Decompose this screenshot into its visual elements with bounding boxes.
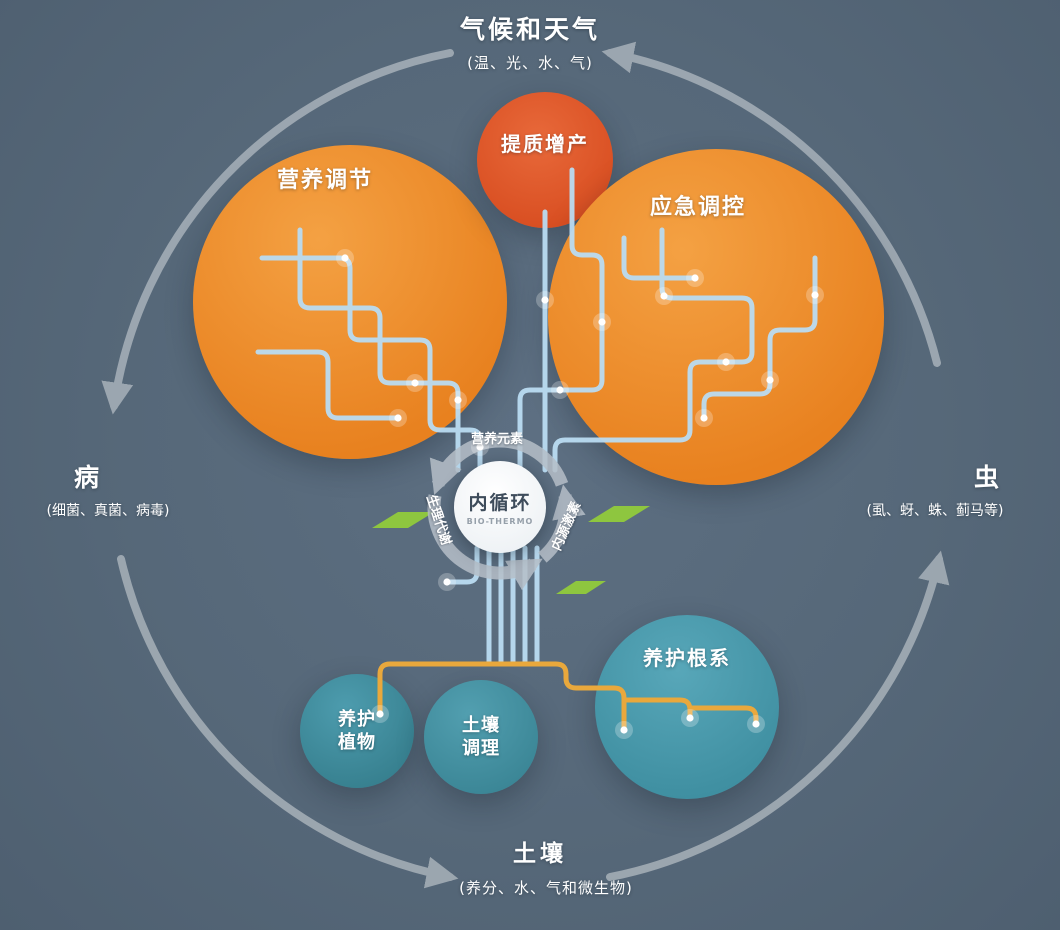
leaf-icon <box>556 581 606 594</box>
leaf-icon <box>372 512 434 528</box>
node-climate-title: 气候和天气 <box>459 15 600 44</box>
bubble-root-care-label: 养护根系 <box>643 646 731 670</box>
bubble-nutrition: 营养调节 <box>193 145 507 459</box>
soil-conditioning-line1: 土壤 <box>462 715 500 736</box>
bubble-soil-conditioning: 土壤 调理 <box>424 680 538 794</box>
leaf-icon <box>588 506 650 522</box>
bubble-plant-care-label: 养护 植物 <box>300 674 414 788</box>
node-soil-title: 土壤 <box>513 841 567 867</box>
node-soil-subtitle: (养分、水、气和微生物) <box>459 879 633 897</box>
node-disease-title: 病 <box>73 463 102 492</box>
plant-care-line2: 植物 <box>338 732 376 753</box>
bubble-quality-label: 提质增产 <box>501 132 589 156</box>
bubble-root-care: 养护根系 <box>595 615 779 799</box>
hub-ring-label-right: 内源激素 <box>549 499 585 554</box>
plant-care-line1: 养护 <box>338 709 376 730</box>
glow-dot <box>438 573 456 591</box>
hub-ring-label-top: 营养元素 <box>470 432 523 447</box>
hub-subtitle: BIO-THERMO <box>466 517 534 526</box>
node-disease-subtitle: (细菌、真菌、病毒) <box>46 503 170 519</box>
bubble-emergency-label: 应急调控 <box>650 195 747 220</box>
node-insect-subtitle: (虱、蚜、蛛、蓟马等) <box>866 503 1004 519</box>
bubble-emergency: 应急调控 <box>548 149 884 485</box>
node-insect-title: 虫 <box>973 463 1002 492</box>
hub-circle: 内循环 BIO-THERMO <box>454 461 546 553</box>
hub-title: 内循环 <box>468 492 532 514</box>
soil-conditioning-line2: 调理 <box>462 738 500 759</box>
bubble-nutrition-label: 营养调节 <box>277 168 374 193</box>
bubble-soil-conditioning-label: 土壤 调理 <box>424 680 538 794</box>
node-climate-subtitle: (温、光、水、气) <box>467 54 593 72</box>
bubble-plant-care: 养护 植物 <box>300 674 414 788</box>
